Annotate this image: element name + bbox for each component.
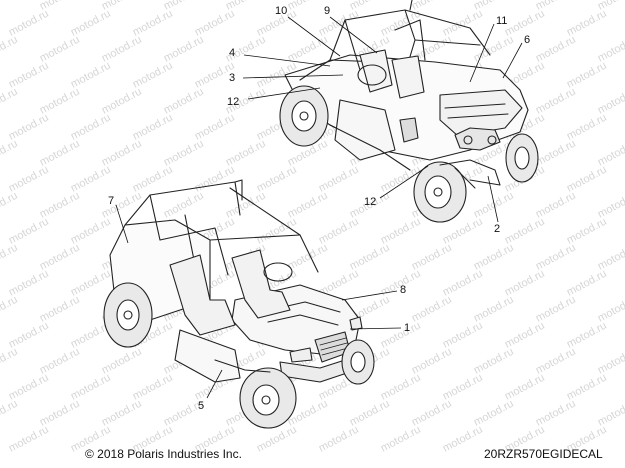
bottom-vehicle-illustration: [103, 179, 375, 429]
watermark-text: motod.ru: [0, 398, 20, 429]
drawing-id-label: 20RZR570EGIDECAL: [484, 447, 603, 461]
watermark-text: motod.ru: [0, 242, 20, 273]
callout-10: 10: [275, 5, 287, 17]
bottom-front-right-wheel: [341, 339, 375, 385]
watermark-text: motod.ru: [317, 424, 361, 455]
watermark-text: motod.ru: [0, 34, 20, 65]
watermark-text: motod.ru: [596, 242, 625, 273]
callout-6: 6: [524, 34, 530, 46]
watermark-text: motod.ru: [0, 346, 20, 377]
callout-1: 1: [404, 322, 410, 334]
copyright-notice: © 2018 Polaris Industries Inc.: [85, 447, 242, 461]
watermark-text: motod.ru: [596, 138, 625, 169]
callout-2: 2: [494, 223, 500, 235]
watermark-text: motod.ru: [596, 398, 625, 429]
watermark-text: motod.ru: [255, 424, 299, 455]
watermark-text: motod.ru: [596, 346, 625, 377]
watermark-text: motod.ru: [596, 86, 625, 117]
callout-11: 11: [496, 15, 507, 27]
top-rear-wheel: [413, 161, 467, 223]
watermark-text: motod.ru: [596, 294, 625, 325]
callout-3: 3: [229, 72, 235, 84]
top-vehicle-illustration: [279, 0, 539, 223]
bottom-rear-wheel: [103, 282, 153, 348]
bottom-front-left-wheel: [239, 367, 297, 429]
watermark-text: motod.ru: [596, 34, 625, 65]
callout-12-bottom: 12: [364, 196, 376, 208]
top-front-wheel: [279, 85, 329, 147]
callout-4: 4: [229, 47, 235, 59]
watermark-text: motod.ru: [0, 86, 20, 117]
top-right-wheel: [505, 133, 539, 183]
watermark-text: motod.ru: [441, 424, 485, 455]
callout-9: 9: [324, 5, 330, 17]
callout-7: 7: [108, 195, 114, 207]
watermark-text: motod.ru: [379, 424, 423, 455]
watermark-text: motod.ru: [0, 0, 20, 13]
watermark-text: motod.ru: [7, 424, 51, 455]
callout-labels: 10 9 4 3 12 11 6 12 2 7 8 1 5: [108, 5, 530, 412]
callout-12-top: 12: [227, 96, 239, 108]
watermark-text: motod.ru: [0, 190, 20, 221]
watermark-text: motod.ru: [596, 190, 625, 221]
watermark-text: motod.ru: [0, 294, 20, 325]
watermark-text: motod.ru: [0, 138, 20, 169]
callout-5: 5: [198, 400, 204, 412]
callout-8: 8: [400, 284, 406, 296]
